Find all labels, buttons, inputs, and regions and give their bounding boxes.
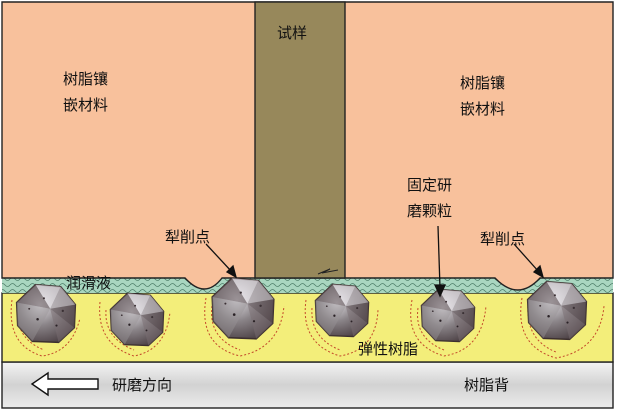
elastic-resin-label: 弹性树脂 <box>358 340 419 358</box>
fixed-abrasive-label-line2: 磨颗粒 <box>407 202 453 220</box>
resin-backing-label: 树脂背 <box>464 376 510 394</box>
resin-mount-left-label-line1: 树脂镶 <box>63 70 109 88</box>
resin-mount-right-label-line2: 嵌材料 <box>460 100 506 118</box>
resin-mount-left-label-line2: 嵌材料 <box>63 96 109 114</box>
lubricant-label: 润滑液 <box>66 274 112 292</box>
plow-point-right-label: 犁削点 <box>480 230 526 248</box>
fixed-abrasive-label-line1: 固定研 <box>407 176 453 194</box>
specimen-label: 试样 <box>277 24 308 42</box>
resin-mount-right-label-line1: 树脂镶 <box>460 74 506 92</box>
plow-point-left-label: 犁削点 <box>165 228 211 246</box>
grinding-direction-label: 研磨方向 <box>112 376 173 394</box>
